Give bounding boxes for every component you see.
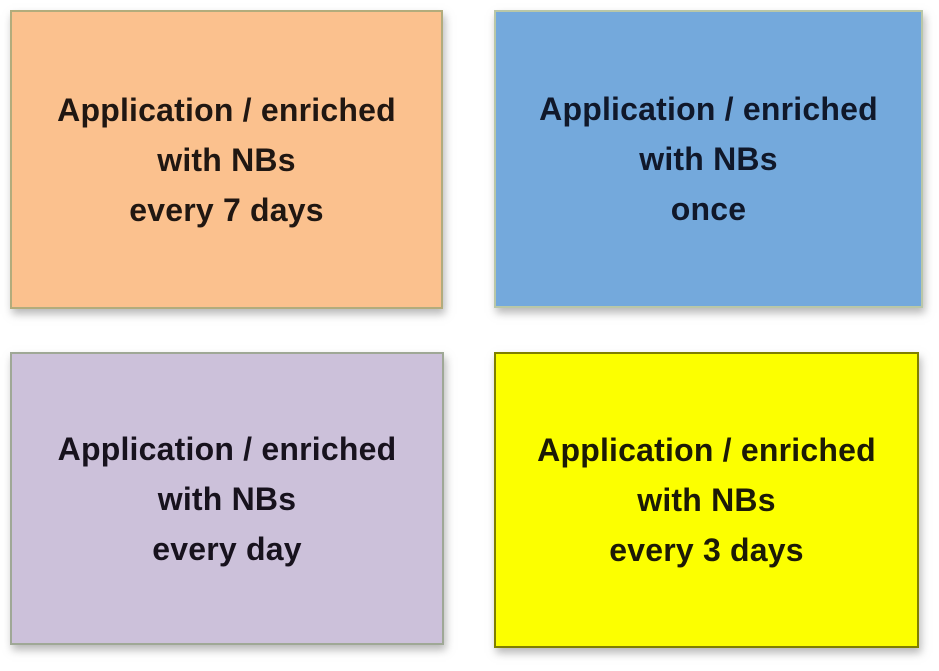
box-label-line: with NBs [157,141,296,178]
box-label-line: every day [152,530,302,567]
box-label-line: with NBs [639,141,778,177]
box-label-line: Application / enriched [537,432,876,468]
box-label-line: every 3 days [609,532,804,568]
box-label-line: Application / enriched [57,430,397,467]
box-application-enriched-once: Application / enriched with NBs once [494,10,923,308]
box-label-line: Application / enriched [539,91,878,127]
box-label-line: with NBs [157,480,297,517]
box-label-line: every 7 days [129,191,324,228]
box-application-enriched-every-3-days: Application / enriched with NBs every 3 … [494,352,919,648]
box-label-line: Application / enriched [57,91,396,128]
box-application-enriched-every-7-days: Application / enriched with NBs every 7 … [10,10,443,309]
box-label-line: with NBs [637,482,776,518]
box-label-line: once [670,191,747,227]
box-application-enriched-every-day: Application / enriched with NBs every da… [10,352,444,645]
